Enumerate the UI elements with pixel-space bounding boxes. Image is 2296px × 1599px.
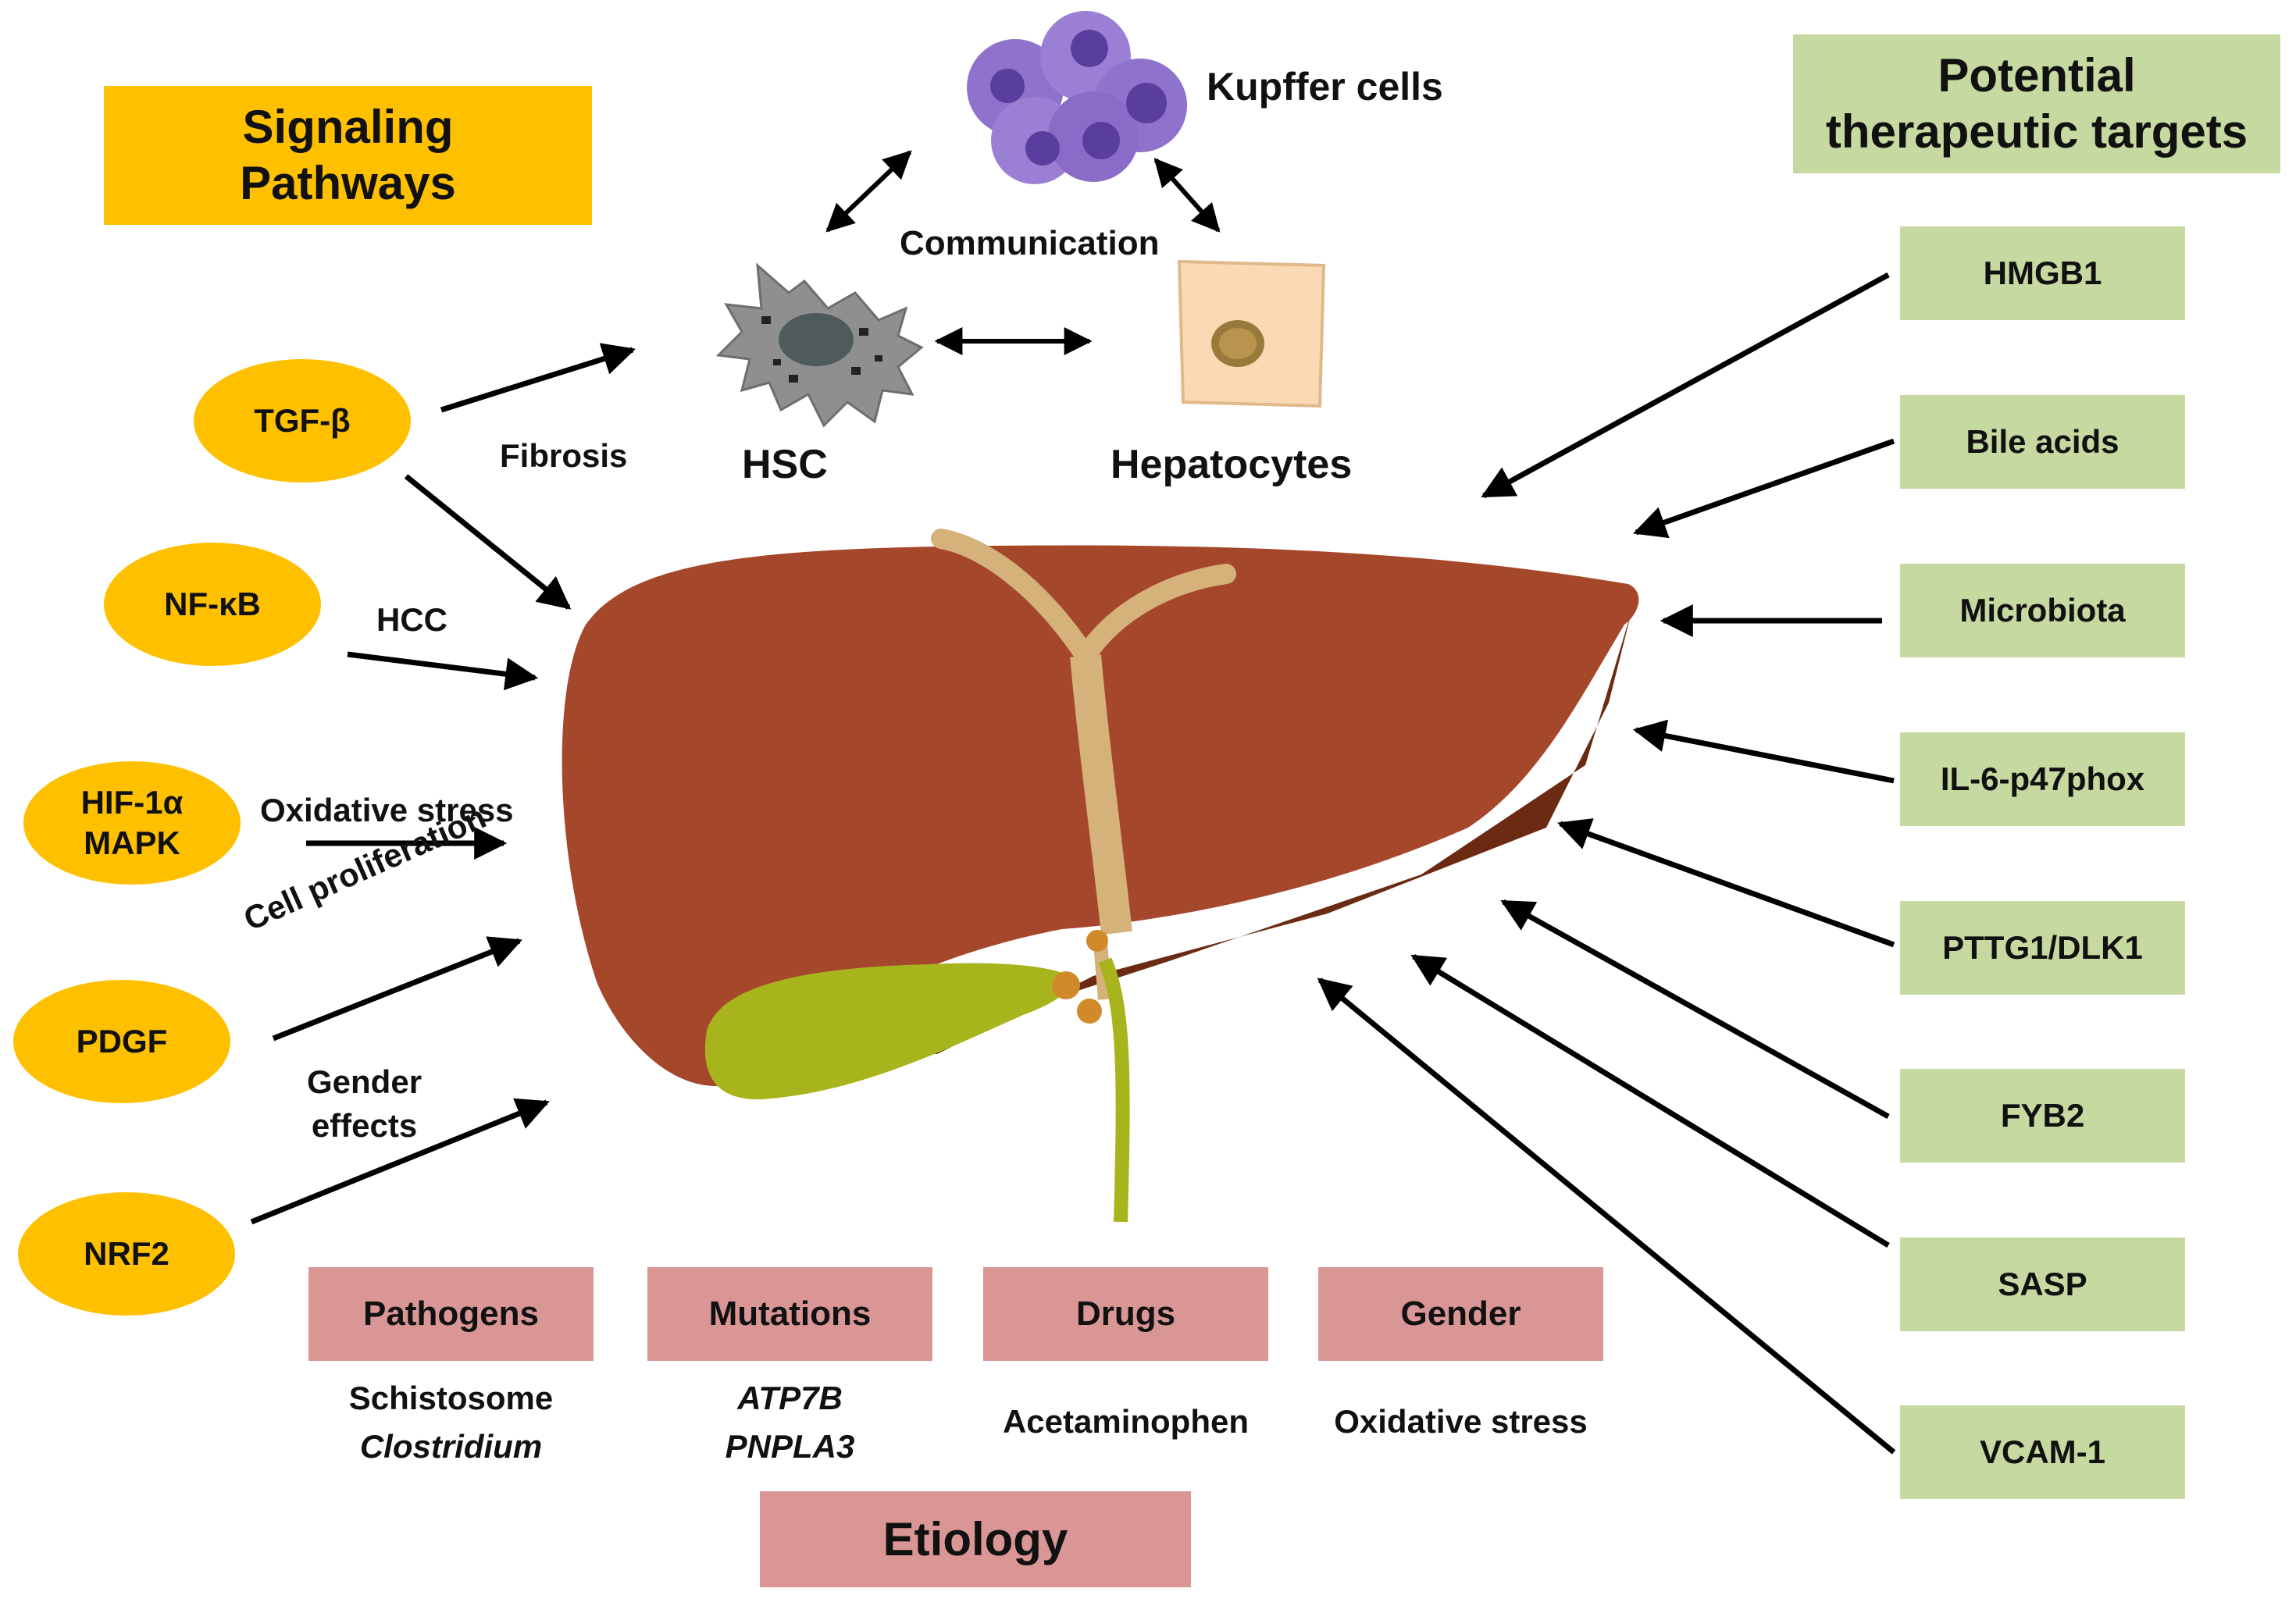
pathway-tgf-beta: TGF-β (194, 359, 411, 483)
target-sasp: SASP (1900, 1238, 2185, 1331)
etiology-label: Gender (1400, 1295, 1521, 1333)
pathway-arrows (250, 343, 636, 1225)
target-vcam1: VCAM-1 (1900, 1405, 2185, 1499)
mutations-examples: ATP7B PNPLA3 (647, 1374, 932, 1471)
kupffer-cells-illustration (967, 11, 1187, 184)
pathway-nf-kb: NF-κB (104, 543, 321, 666)
example-schistosome: Schistosome (348, 1380, 554, 1416)
gender-effects-line-2: effects (311, 1107, 418, 1144)
pathway-hif-mapk: HIF-1α MAPK (23, 761, 241, 885)
targets-header-line-1: Potential (1938, 49, 2136, 101)
etiology-pathogens: Pathogens (308, 1267, 594, 1361)
signaling-header-line-2: Pathways (240, 157, 456, 209)
example-pnpla3: PNPLA3 (725, 1428, 855, 1465)
hepatocytes-label: Hepatocytes (1111, 442, 1353, 487)
kupffer-cells-label: Kupffer cells (1207, 65, 1443, 109)
liver-illustration (562, 529, 1639, 1223)
hcc-label: HCC (376, 601, 447, 638)
example-acetaminophen: Acetaminophen (1002, 1403, 1250, 1440)
example-oxidative-stress: Oxidative stress (1334, 1403, 1588, 1440)
target-pttg1-dlk1: PTTG1/DLK1 (1900, 901, 2185, 995)
mapk-label: MAPK (84, 824, 180, 861)
target-arrows (1317, 272, 1896, 1455)
target-il6-p47phox: IL-6-p47phox (1900, 732, 2185, 826)
target-label: HMGB1 (1983, 255, 2102, 291)
gender-effects-label: Gender effects (307, 1060, 422, 1148)
target-fyb2: FYB2 (1900, 1069, 2185, 1163)
gender-examples: Oxidative stress (1295, 1398, 1627, 1446)
target-label: FYB2 (2000, 1097, 2085, 1134)
etiology-title: Etiology (882, 1513, 1068, 1565)
etiology-drugs: Drugs (983, 1267, 1268, 1361)
target-label: SASP (1998, 1266, 2087, 1302)
signaling-header-line-1: Signaling (242, 101, 454, 153)
target-label: PTTG1/DLK1 (1942, 929, 2143, 966)
target-label: Bile acids (1966, 423, 2120, 460)
pdgf-label: PDGF (76, 1023, 168, 1059)
target-hmgb1: HMGB1 (1900, 226, 2185, 320)
targets-header-line-2: therapeutic targets (1825, 105, 2248, 158)
example-atp7b: ATP7B (737, 1380, 843, 1416)
etiology-mutations: Mutations (647, 1267, 932, 1361)
etiology-header: Etiology (760, 1491, 1191, 1587)
pathogens-examples: Schistosome Clostridium (308, 1374, 594, 1471)
gender-effects-line-1: Gender (307, 1063, 422, 1100)
nrf2-label: NRF2 (84, 1235, 169, 1272)
etiology-label: Drugs (1075, 1295, 1176, 1333)
pathway-nrf2: NRF2 (18, 1192, 235, 1316)
communication-arrows (825, 150, 1221, 355)
etiology-gender: Gender (1318, 1267, 1603, 1361)
hsc-illustration (715, 262, 924, 428)
hsc-label: HSC (742, 442, 828, 487)
etiology-label: Pathogens (363, 1295, 539, 1333)
target-label: Microbiota (1959, 592, 2126, 629)
oxidative-stress-label: Oxidative stress (260, 792, 514, 828)
fibrosis-label: Fibrosis (500, 437, 628, 474)
target-microbiota: Microbiota (1900, 564, 2185, 657)
tgf-beta-label: TGF-β (254, 402, 351, 439)
signaling-pathways-header: Signaling Pathways (104, 86, 592, 225)
communication-label: Communication (900, 224, 1160, 262)
target-label: VCAM-1 (1979, 1433, 2105, 1470)
target-bile-acids: Bile acids (1900, 395, 2185, 489)
hepatocyte-illustration (1177, 259, 1326, 408)
hif-label: HIF-1α (80, 784, 184, 821)
target-label: IL-6-p47phox (1940, 760, 2145, 797)
drugs-examples: Acetaminophen (960, 1398, 1292, 1446)
therapeutic-targets-header: Potential therapeutic targets (1793, 34, 2280, 173)
nf-kb-label: NF-κB (164, 586, 261, 622)
example-clostridium: Clostridium (359, 1428, 543, 1465)
pathway-pdgf: PDGF (13, 980, 230, 1103)
etiology-label: Mutations (708, 1295, 872, 1333)
